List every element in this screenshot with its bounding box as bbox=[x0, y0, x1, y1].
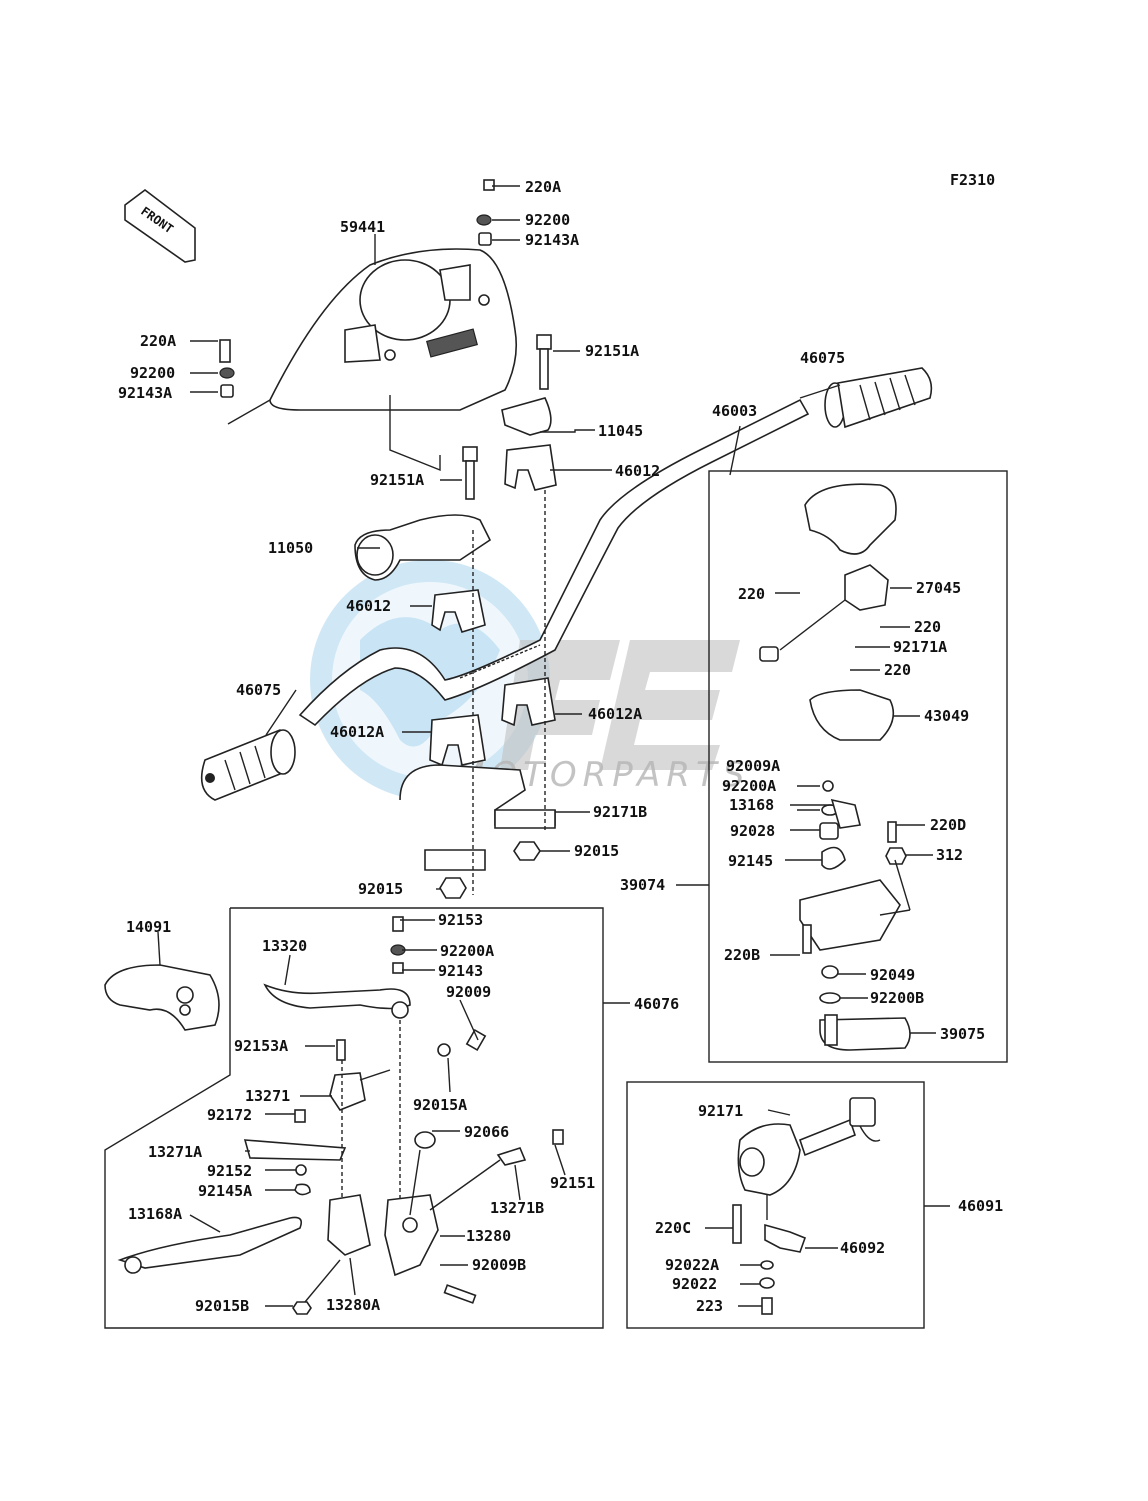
holder-11050 bbox=[354, 514, 492, 581]
part-labels: 220A 92200 92143A 59441 220A 92200 92143… bbox=[118, 178, 1003, 1315]
label-11045[interactable]: 11045 bbox=[598, 422, 643, 440]
box-lever-assembly bbox=[104, 907, 604, 1329]
label-92009A[interactable]: 92009A bbox=[726, 757, 780, 775]
label-92022[interactable]: 92022 bbox=[672, 1275, 717, 1293]
label-92200A-right[interactable]: 92200A bbox=[722, 777, 776, 795]
label-43049[interactable]: 43049 bbox=[924, 707, 969, 725]
meter-cover-59441 bbox=[269, 248, 518, 411]
label-220D[interactable]: 220D bbox=[930, 816, 966, 834]
label-13320[interactable]: 13320 bbox=[262, 937, 307, 955]
label-92143[interactable]: 92143 bbox=[438, 962, 483, 980]
label-46075-right[interactable]: 46075 bbox=[800, 349, 845, 367]
label-220A-top[interactable]: 220A bbox=[525, 178, 561, 196]
label-11050[interactable]: 11050 bbox=[268, 539, 313, 557]
watermark-gem-logo bbox=[500, 640, 740, 770]
label-13271A[interactable]: 13271A bbox=[148, 1143, 202, 1161]
box-switch-assembly bbox=[626, 1081, 925, 1329]
leaders-top bbox=[190, 185, 841, 895]
label-92145[interactable]: 92145 bbox=[728, 852, 773, 870]
label-92009B[interactable]: 92009B bbox=[472, 1256, 526, 1274]
label-92028[interactable]: 92028 bbox=[730, 822, 775, 840]
label-14091[interactable]: 14091 bbox=[126, 918, 171, 936]
clamp-46012A-right bbox=[501, 677, 556, 727]
label-92015-left[interactable]: 92015 bbox=[358, 880, 403, 898]
bracket-11045 bbox=[501, 397, 552, 436]
leaders-lever bbox=[157, 919, 566, 1307]
label-220A-left[interactable]: 220A bbox=[140, 332, 176, 350]
label-92015B[interactable]: 92015B bbox=[195, 1297, 249, 1315]
label-220-b[interactable]: 220 bbox=[914, 618, 941, 636]
label-39074[interactable]: 39074 bbox=[620, 876, 665, 894]
label-13280A[interactable]: 13280A bbox=[326, 1296, 380, 1314]
label-46012A-right[interactable]: 46012A bbox=[588, 705, 642, 723]
label-92200A-center[interactable]: 92200A bbox=[440, 942, 494, 960]
label-220C[interactable]: 220C bbox=[655, 1219, 691, 1237]
lever-parts bbox=[104, 916, 564, 1315]
label-46012A-left[interactable]: 46012A bbox=[330, 723, 384, 741]
label-92049[interactable]: 92049 bbox=[870, 966, 915, 984]
label-46075-left[interactable]: 46075 bbox=[236, 681, 281, 699]
label-13271[interactable]: 13271 bbox=[245, 1087, 290, 1105]
label-92171[interactable]: 92171 bbox=[698, 1102, 743, 1120]
label-220-a[interactable]: 220 bbox=[738, 585, 765, 603]
label-46076[interactable]: 46076 bbox=[634, 995, 679, 1013]
throttle-parts bbox=[759, 483, 911, 1051]
leaders-switch bbox=[705, 1109, 838, 1307]
label-46012-right[interactable]: 46012 bbox=[615, 462, 660, 480]
label-312[interactable]: 312 bbox=[936, 846, 963, 864]
clamp-46012-right bbox=[504, 444, 557, 491]
label-92200-left[interactable]: 92200 bbox=[130, 364, 175, 382]
label-220B[interactable]: 220B bbox=[724, 946, 760, 964]
label-46091[interactable]: 46091 bbox=[958, 1197, 1003, 1215]
label-92022A[interactable]: 92022A bbox=[665, 1256, 719, 1274]
clamp-46012A-left bbox=[429, 714, 486, 767]
watermark: MOTORPARTS bbox=[310, 560, 744, 800]
label-59441[interactable]: 59441 bbox=[340, 218, 385, 236]
handlebar-46003 bbox=[298, 398, 810, 727]
label-92151A-right[interactable]: 92151A bbox=[585, 342, 639, 360]
label-223[interactable]: 223 bbox=[696, 1297, 723, 1315]
label-92143A-top[interactable]: 92143A bbox=[525, 231, 579, 249]
box-throttle-assembly bbox=[708, 470, 1008, 1063]
label-13280[interactable]: 13280 bbox=[466, 1227, 511, 1245]
label-92153[interactable]: 92153 bbox=[438, 911, 483, 929]
label-39075[interactable]: 39075 bbox=[940, 1025, 985, 1043]
label-92151A-left[interactable]: 92151A bbox=[370, 471, 424, 489]
label-92009[interactable]: 92009 bbox=[446, 983, 491, 1001]
figure-code: F2310 bbox=[950, 171, 995, 189]
label-92153A[interactable]: 92153A bbox=[234, 1037, 288, 1055]
label-92172[interactable]: 92172 bbox=[207, 1106, 252, 1124]
clamp-46012-left bbox=[431, 589, 486, 633]
label-92015A[interactable]: 92015A bbox=[413, 1096, 467, 1114]
label-92152[interactable]: 92152 bbox=[207, 1162, 252, 1180]
label-13271B[interactable]: 13271B bbox=[490, 1199, 544, 1217]
label-92066[interactable]: 92066 bbox=[464, 1123, 509, 1141]
u-bracket-92171B bbox=[399, 764, 556, 871]
label-46012-left[interactable]: 46012 bbox=[346, 597, 391, 615]
label-46092[interactable]: 46092 bbox=[840, 1239, 885, 1257]
label-13168A[interactable]: 13168A bbox=[128, 1205, 182, 1223]
front-direction-arrow: FRONT bbox=[124, 188, 196, 263]
label-92145A[interactable]: 92145A bbox=[198, 1182, 252, 1200]
grip-46075-left bbox=[200, 729, 296, 801]
label-92015-right[interactable]: 92015 bbox=[574, 842, 619, 860]
grip-46075-right bbox=[824, 367, 933, 429]
label-220-c[interactable]: 220 bbox=[884, 661, 911, 679]
label-92151[interactable]: 92151 bbox=[550, 1174, 595, 1192]
bolts bbox=[219, 179, 552, 899]
label-92171A[interactable]: 92171A bbox=[893, 638, 947, 656]
label-27045[interactable]: 27045 bbox=[916, 579, 961, 597]
label-13168-text[interactable]: 13168 bbox=[729, 796, 774, 814]
switch-parts bbox=[732, 1097, 881, 1315]
label-46003[interactable]: 46003 bbox=[712, 402, 757, 420]
label-92200B[interactable]: 92200B bbox=[870, 989, 924, 1007]
label-92171B[interactable]: 92171B bbox=[593, 803, 647, 821]
label-92200-top[interactable]: 92200 bbox=[525, 211, 570, 229]
leaders-throttle bbox=[770, 587, 936, 1034]
label-92143A-left[interactable]: 92143A bbox=[118, 384, 172, 402]
